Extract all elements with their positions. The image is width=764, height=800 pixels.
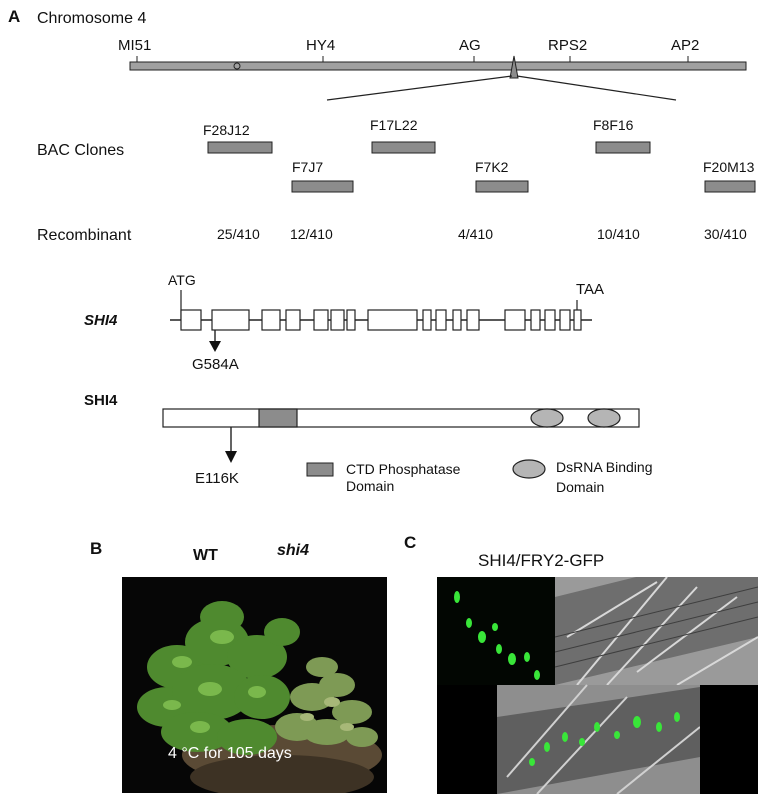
panel-b-letter: B [90, 539, 103, 558]
protein-mutation-arrowhead [225, 451, 237, 463]
protein-bar [162, 408, 640, 428]
mutant-label: shi4 [277, 542, 310, 559]
marker-hy4: HY4 [306, 37, 336, 54]
panel-c-letter: C [404, 533, 417, 552]
exon [504, 309, 526, 331]
exon [285, 309, 301, 331]
recombinant-label: Recombinant [37, 227, 132, 244]
gene-mutation-label: G584A [192, 356, 239, 373]
exon [530, 309, 541, 331]
exon [544, 309, 556, 331]
bac-clone-f17l22: F17L22 [370, 117, 418, 133]
exon [180, 309, 202, 331]
panel-a-letter: A [8, 7, 21, 26]
ctd-phosphatase-domain [258, 408, 298, 428]
merged-gfp-nuclei [529, 712, 680, 766]
exon [313, 309, 329, 331]
brightfield-image [554, 577, 758, 686]
bac-clone-f7j7: F7J7 [292, 159, 324, 175]
exon [261, 309, 281, 331]
legend-ctd-line1: CTD Phosphatase [346, 461, 461, 477]
recombinant-value: 25/410 [217, 226, 260, 242]
plant-photo-drawing [137, 601, 382, 793]
exon [466, 309, 480, 331]
exon [330, 309, 345, 331]
recombinant-value: 4/410 [458, 226, 494, 242]
locus-marker [509, 55, 519, 79]
exon [422, 309, 432, 331]
marker-ag: AG [459, 37, 481, 54]
bac-bar-f7j7 [291, 180, 354, 193]
pot-body [190, 755, 374, 793]
empty-quadrant [700, 685, 758, 794]
dsrna-binding-domain [587, 408, 621, 428]
exon [211, 309, 250, 331]
marker-mi51: MI51 [118, 37, 152, 54]
bac-clones-label: BAC Clones [37, 142, 125, 159]
panel-a-diagram [129, 55, 756, 479]
dsrna-binding-domain [530, 408, 564, 428]
microscopy-drawing [437, 577, 758, 794]
marker-ap2: AP2 [671, 37, 700, 54]
bac-bar-f20m13 [704, 180, 756, 193]
bac-bar-f8f16 [595, 141, 651, 154]
photo-caption: 4 °C for 105 days [168, 745, 292, 762]
gene-mutation-arrowhead [209, 341, 221, 352]
wt-highlights [163, 630, 266, 733]
legend-dsrna-line2: Domain [556, 479, 605, 495]
microscopy-panel [437, 577, 758, 794]
bac-bar-f17l22 [371, 141, 436, 154]
recombinant-value: 12/410 [290, 226, 333, 242]
empty-quadrant [437, 685, 497, 794]
shi4-plants [275, 657, 378, 747]
legend-dsrna-line1: DsRNA Binding [556, 459, 653, 475]
gene-label: SHI4 [84, 312, 118, 329]
exon [367, 309, 418, 331]
bac-clone-f8f16: F8F16 [593, 117, 634, 133]
bac-clone-f7k2: F7K2 [475, 159, 509, 175]
wt-label: WT [193, 547, 218, 564]
exons [180, 309, 582, 331]
legend-dsrna-swatch [512, 459, 546, 479]
protein-label: SHI4 [84, 392, 118, 409]
microscopy-title: SHI4/FRY2-GFP [478, 551, 605, 570]
merged-image [497, 684, 701, 794]
plant-photo: 4 °C for 105 days [122, 577, 387, 793]
exon [559, 309, 571, 331]
legend-ctd-line2: Domain [346, 478, 395, 494]
chromosome-bar [129, 61, 747, 71]
exon [346, 309, 356, 331]
exon [435, 309, 447, 331]
gfp-nuclei [454, 591, 540, 680]
centromere [233, 62, 241, 70]
recombinant-value: 30/410 [704, 226, 747, 242]
exon [452, 309, 462, 331]
zoom-line-right [516, 75, 677, 101]
stop-codon-label: TAA [576, 281, 605, 298]
legend-ctd-swatch [306, 462, 334, 477]
bac-clone-f28j12: F28J12 [203, 122, 250, 138]
start-codon-label: ATG [168, 272, 196, 288]
marker-rps2: RPS2 [548, 37, 588, 54]
zoom-line-left [326, 75, 513, 101]
recombinant-value: 10/410 [597, 226, 640, 242]
wt-plants [137, 601, 300, 755]
bac-clone-f20m13: F20M13 [703, 159, 755, 175]
chromosome-title: Chromosome 4 [37, 10, 147, 27]
exon [573, 309, 582, 331]
protein-mutation-label: E116K [195, 470, 239, 487]
bac-bar-f7k2 [475, 180, 529, 193]
shi4-highlights [300, 697, 354, 731]
gfp-fluorescence-image [437, 577, 555, 685]
bac-bar-f28j12 [207, 141, 273, 154]
